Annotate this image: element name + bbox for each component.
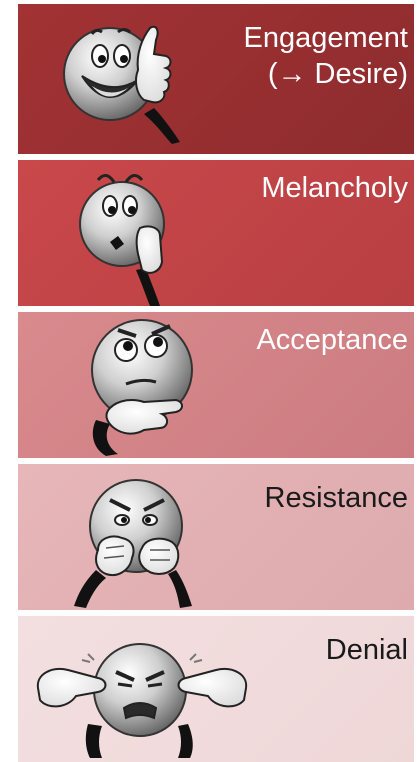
stage-label-line1: Melancholy [261,170,408,206]
stage-label-line1: Engagement [244,20,408,56]
stage-label-line1: Acceptance [256,322,408,358]
stage-label: Melancholy [261,170,408,206]
angry-fists-smiley-icon [68,474,208,610]
stage-label-line1: Denial [326,632,408,668]
stage-denial: Denial [18,616,414,762]
thumbs-up-smiley-icon [62,14,182,146]
stage-label: Resistance [265,480,408,516]
thinking-smiley-icon [66,316,216,458]
stage-label-line1: Resistance [265,480,408,516]
stage-acceptance: Acceptance [18,312,414,458]
stage-melancholy: Melancholy [18,160,414,306]
worried-smiley-icon [76,166,186,306]
stage-resistance: Resistance [18,464,414,610]
stage-engagement: Engagement (→ Desire) [18,4,414,154]
stage-label: Denial [326,632,408,668]
stage-label-line2: (→ Desire) [244,56,408,92]
stage-label: Engagement (→ Desire) [244,20,408,92]
covering-ears-smiley-icon [28,628,258,758]
stage-label: Acceptance [256,322,408,358]
